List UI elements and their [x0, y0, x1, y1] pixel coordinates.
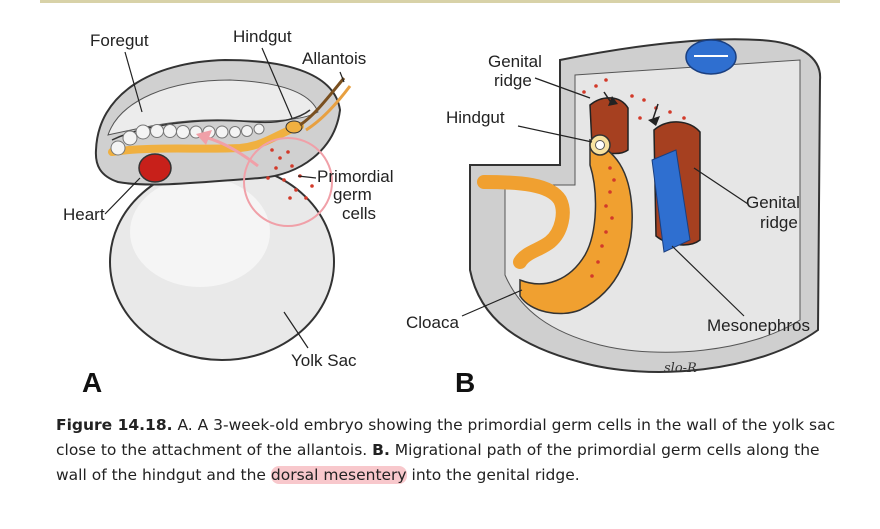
- label-foregut: Foregut: [90, 31, 149, 50]
- label-genital-ridge-top-2: ridge: [494, 71, 532, 90]
- label-hindgut-a: Hindgut: [233, 27, 292, 46]
- label-cloaca: Cloaca: [406, 313, 459, 332]
- label-yolk-sac: Yolk Sac: [291, 351, 357, 370]
- label-genital-ridge-top-1: Genital: [488, 52, 542, 71]
- label-allantois: Allantois: [302, 49, 366, 68]
- label-mesonephros: Mesonephros: [707, 316, 810, 335]
- panel-letter-a: A: [82, 367, 102, 398]
- label-genital-ridge-right-2: ridge: [760, 213, 798, 232]
- figure-label: Figure 14.18.: [56, 416, 173, 434]
- label-heart: Heart: [63, 205, 105, 224]
- caption-part-b-text-after: into the genital ridge.: [412, 466, 580, 484]
- label-pgc-line2: germ: [333, 185, 372, 204]
- label-pgc-line1: Primordial: [317, 167, 394, 186]
- label-pgc-line3: cells: [342, 204, 376, 223]
- panel-a-drawing: [96, 60, 350, 360]
- caption-highlight: dorsal mesentery: [271, 466, 407, 484]
- label-hindgut-b: Hindgut: [446, 108, 505, 127]
- artist-signature: slo-R: [664, 361, 697, 376]
- caption-part-a-marker: A.: [177, 416, 192, 434]
- panel-letter-b: B: [455, 367, 475, 398]
- label-genital-ridge-right-1: Genital: [746, 193, 800, 212]
- caption-part-b-marker: B.: [372, 441, 390, 459]
- heart: [139, 154, 171, 182]
- top-rule: [40, 0, 840, 3]
- figure-caption: Figure 14.18. A. A 3-week-old embryo sho…: [56, 413, 846, 488]
